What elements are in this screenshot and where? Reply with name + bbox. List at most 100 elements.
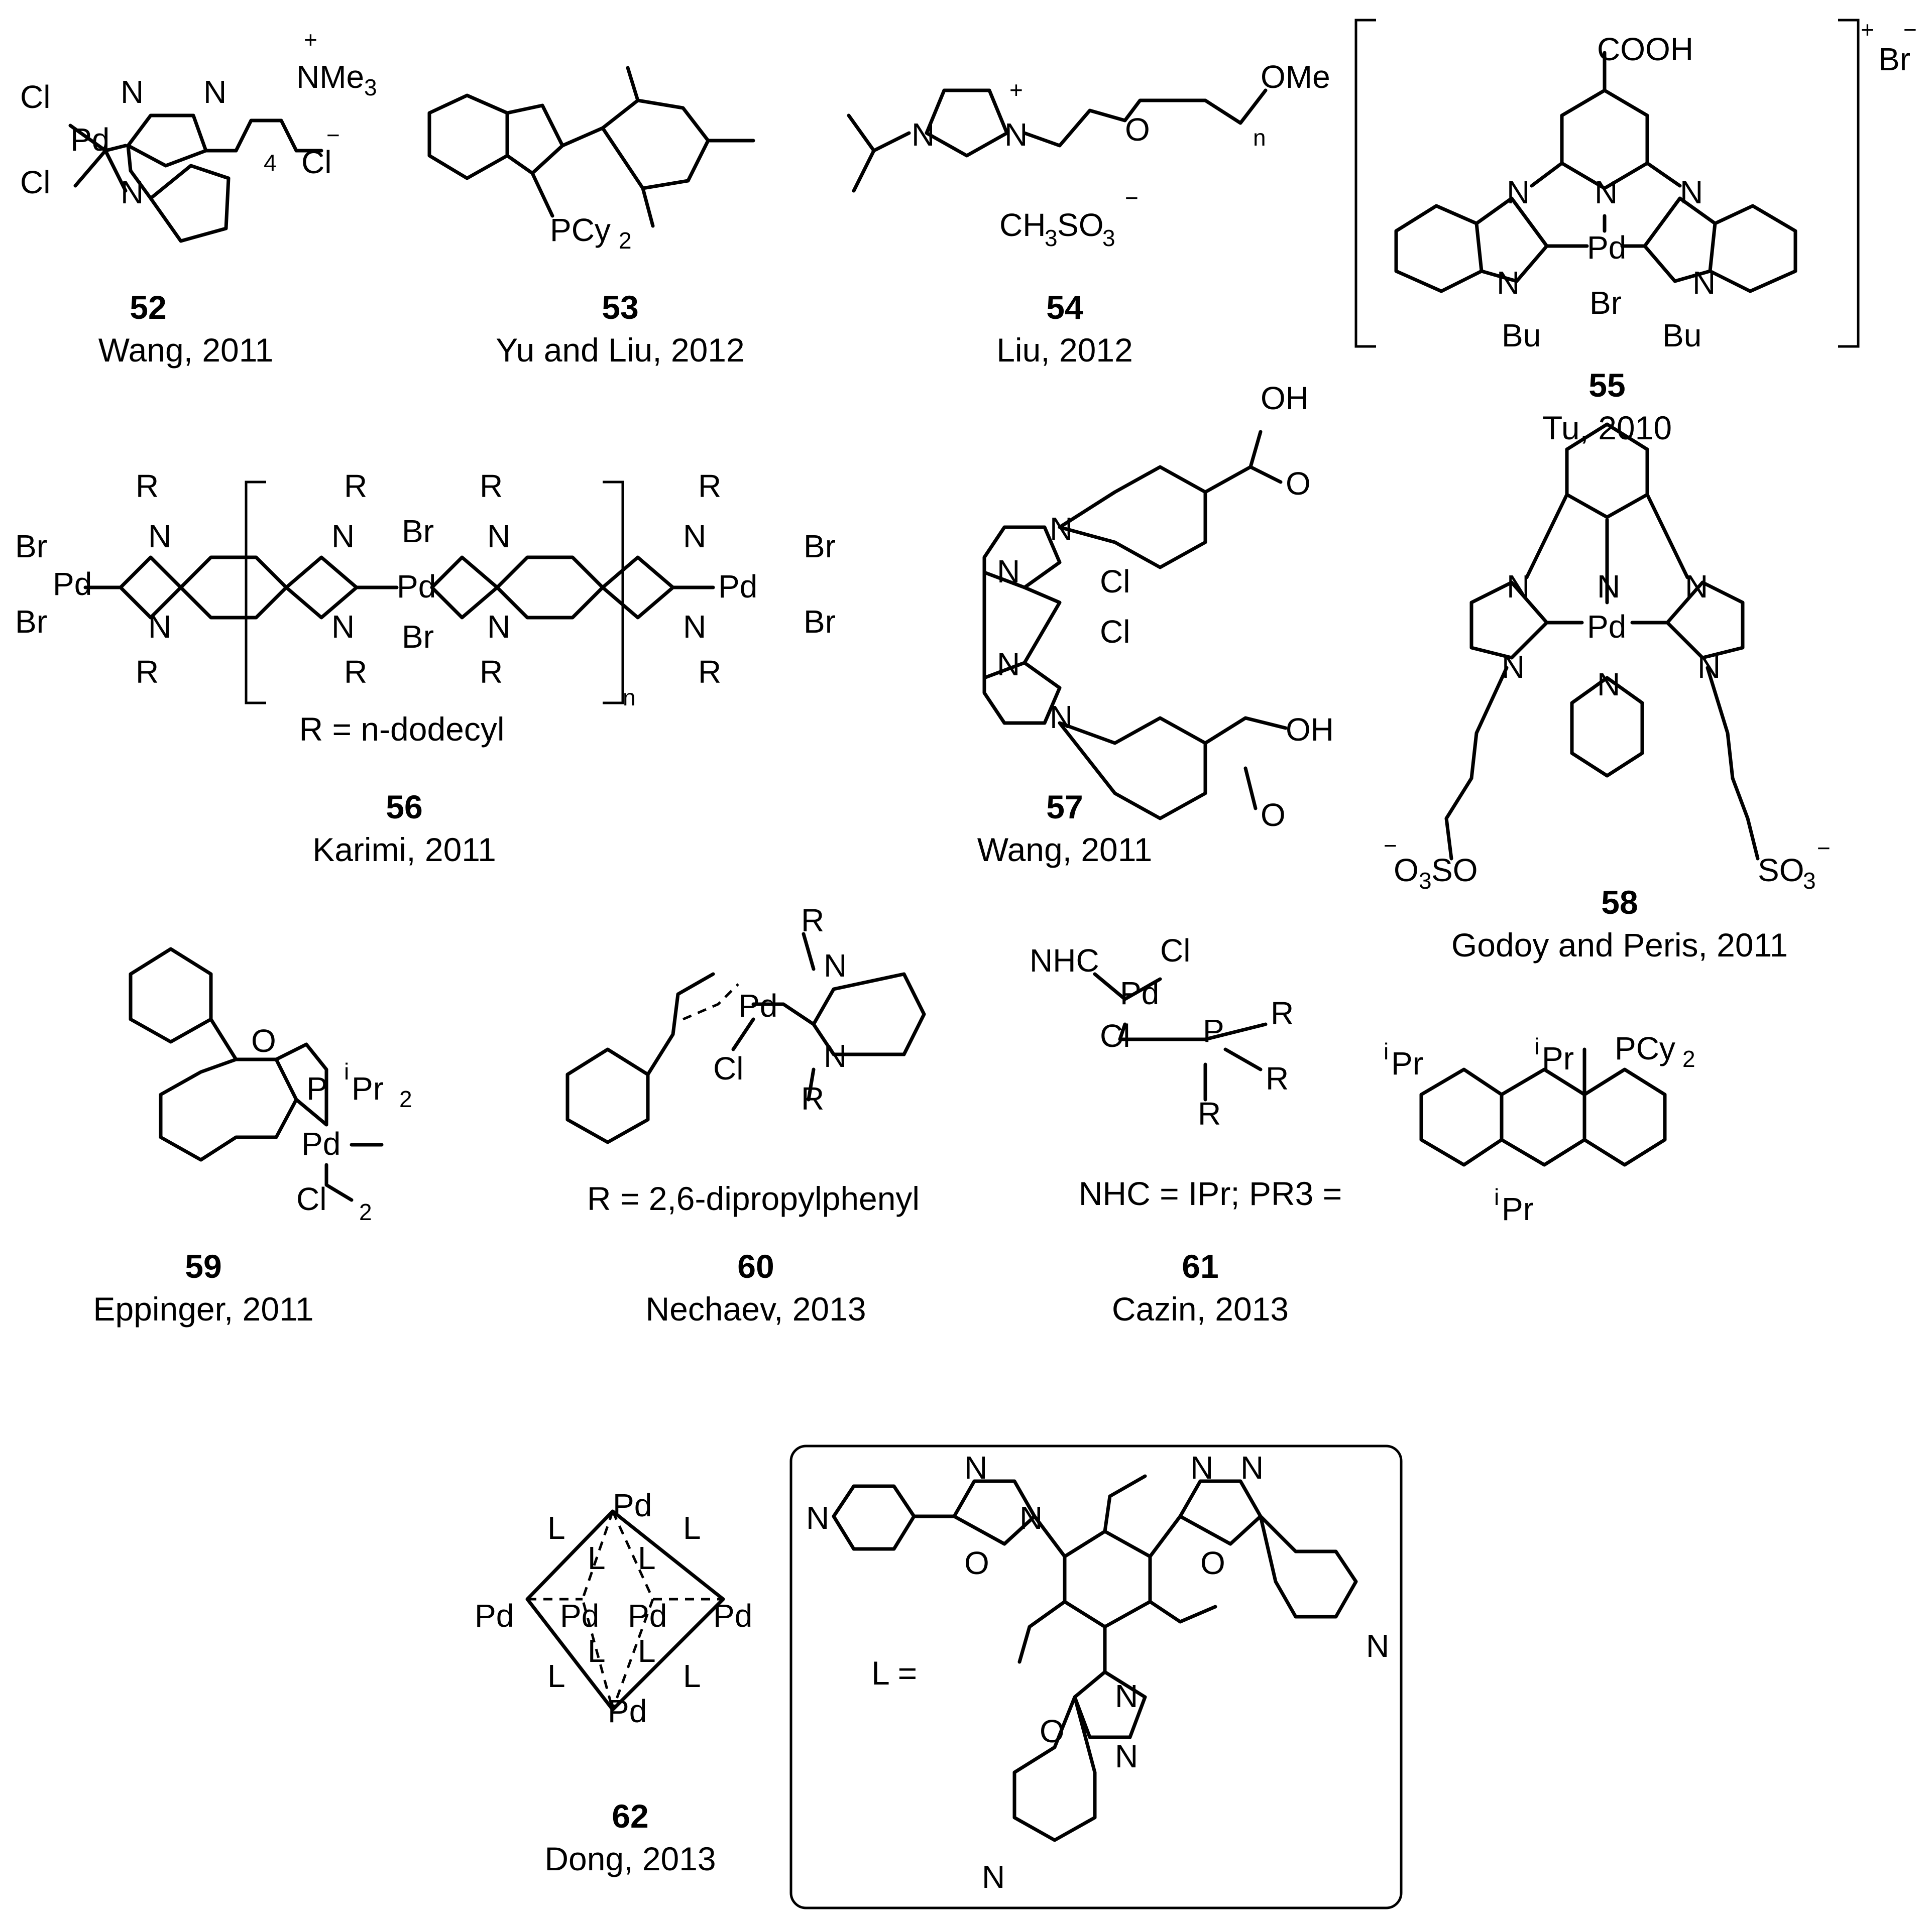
l-ligand: L bbox=[547, 1658, 565, 1694]
r-group: R bbox=[136, 654, 159, 690]
r-group: R bbox=[801, 1081, 824, 1117]
o-atom: O bbox=[1040, 1713, 1065, 1749]
br-atom: Br bbox=[1589, 285, 1622, 321]
svg-text:SO: SO bbox=[1057, 207, 1103, 243]
svg-text:2: 2 bbox=[619, 227, 632, 254]
o-atom: O bbox=[251, 1023, 276, 1059]
r-definition: R = 2,6-dipropylphenyl bbox=[587, 1180, 920, 1217]
l-ligand: L bbox=[638, 1540, 656, 1576]
r-group: R bbox=[480, 468, 503, 504]
l-ligand: L bbox=[547, 1510, 565, 1546]
svg-text:3: 3 bbox=[1045, 225, 1058, 251]
n-atom: N bbox=[203, 74, 226, 110]
mesylate-ion: CH bbox=[999, 207, 1046, 243]
svg-text:n: n bbox=[623, 684, 636, 710]
pr3-definition: NHC = IPr; PR3 = bbox=[1079, 1175, 1342, 1212]
compound-number: 57 bbox=[1046, 788, 1083, 825]
n-atom: N bbox=[982, 1859, 1005, 1895]
compound-caption: Wang, 2011 bbox=[98, 331, 274, 369]
negative-charge: − bbox=[1903, 17, 1917, 43]
n-atom: N bbox=[121, 174, 144, 210]
n-atom: N bbox=[1597, 568, 1620, 605]
pcy2-group: PCy bbox=[550, 212, 611, 248]
pd-atom: Pd bbox=[1120, 975, 1159, 1011]
compound-caption: Wang, 2011 bbox=[977, 831, 1153, 868]
r-group: R bbox=[480, 654, 503, 690]
structure-56: Br Pd Br R N N R R N N R Br Pd Br R N N … bbox=[15, 468, 836, 868]
p-atom: P bbox=[306, 1070, 328, 1107]
svg-text:i: i bbox=[1534, 1033, 1539, 1059]
butyl-group: Bu bbox=[1662, 317, 1701, 353]
n-atom: N bbox=[487, 609, 510, 645]
n-atom: N bbox=[487, 518, 510, 554]
isopropyl-group: Pr bbox=[1502, 1191, 1534, 1227]
n-atom: N bbox=[148, 609, 171, 645]
n-atom: N bbox=[1507, 568, 1530, 605]
pcy2-group: PCy bbox=[1615, 1030, 1675, 1066]
sulfonate-group: SO bbox=[1758, 852, 1804, 888]
pd-atom: Pd bbox=[475, 1598, 514, 1634]
cl-atom: Cl bbox=[296, 1181, 326, 1217]
pd-atom: Pd bbox=[1587, 609, 1626, 645]
n-atom: N bbox=[1507, 174, 1530, 210]
n-atom: N bbox=[1502, 649, 1525, 685]
pd-atom: Pd bbox=[560, 1598, 599, 1634]
svg-text:3: 3 bbox=[1803, 868, 1816, 894]
n-atom: N bbox=[1050, 511, 1073, 547]
br-atom: Br bbox=[15, 528, 47, 564]
compound-caption: Yu and Liu, 2012 bbox=[496, 331, 744, 369]
br-atom: Br bbox=[15, 604, 47, 640]
structure-53: PCy 2 53 Yu and Liu, 2012 bbox=[427, 66, 755, 369]
structure-60: Pd Cl R N N R R = 2,6-dipropylphenyl 60 … bbox=[565, 902, 926, 1328]
compound-number: 60 bbox=[737, 1248, 774, 1285]
compound-caption: Eppinger, 2011 bbox=[93, 1290, 313, 1328]
positive-charge: + bbox=[304, 27, 317, 53]
butyl-group: Bu bbox=[1502, 317, 1541, 353]
br-atom: Br bbox=[402, 619, 434, 655]
n-atom: N bbox=[683, 609, 706, 645]
sulfonate-group: O bbox=[1394, 852, 1419, 888]
cl-atom: Cl bbox=[1100, 614, 1130, 650]
pd-atom: Pd bbox=[738, 988, 777, 1024]
compound-number: 54 bbox=[1046, 289, 1083, 326]
n-atom: N bbox=[331, 609, 355, 645]
compound-number: 56 bbox=[386, 788, 422, 825]
compound-caption: Tu, 2010 bbox=[1542, 409, 1672, 446]
compound-caption: Godoy and Peris, 2011 bbox=[1451, 926, 1788, 964]
n-atom: N bbox=[1050, 699, 1073, 735]
pd-atom: Pd bbox=[301, 1126, 340, 1162]
n-atom: N bbox=[1115, 1738, 1138, 1774]
svg-text:3: 3 bbox=[1419, 868, 1432, 894]
svg-text:n: n bbox=[1253, 125, 1266, 151]
l-ligand: L bbox=[683, 1510, 701, 1546]
structure-54: N N + O OMe n CH 3 SO 3 − 54 Liu, 2012 bbox=[847, 59, 1330, 369]
compound-caption: Cazin, 2013 bbox=[1112, 1290, 1289, 1328]
o-atom: O bbox=[1125, 111, 1150, 148]
n-atom: N bbox=[1019, 1500, 1043, 1536]
compound-number: 58 bbox=[1601, 884, 1638, 921]
negative-charge: − bbox=[326, 122, 340, 148]
r-group: R bbox=[698, 654, 721, 690]
n-atom: N bbox=[912, 116, 935, 153]
n-atom: N bbox=[1597, 666, 1620, 702]
cl-atom: Cl bbox=[20, 164, 50, 200]
nhc-label: NHC bbox=[1030, 942, 1099, 979]
cl-atom: Cl bbox=[1100, 1018, 1130, 1054]
positive-charge: + bbox=[1861, 17, 1874, 43]
r-group: R bbox=[1271, 995, 1294, 1031]
cooh-group: COOH bbox=[1597, 31, 1693, 67]
svg-text:i: i bbox=[1494, 1184, 1499, 1210]
o-atom: O bbox=[1200, 1545, 1225, 1581]
compound-number: 55 bbox=[1588, 367, 1625, 404]
br-atom: Br bbox=[804, 528, 836, 564]
cl-atom: Cl bbox=[1160, 932, 1190, 969]
r-group: R bbox=[698, 468, 721, 504]
br-atom: Br bbox=[804, 604, 836, 640]
n-atom: N bbox=[1595, 174, 1618, 210]
pd-atom: Pd bbox=[608, 1693, 647, 1729]
r-group: R bbox=[801, 902, 824, 938]
svg-text:−: − bbox=[1384, 832, 1397, 859]
l-ligand: L bbox=[683, 1658, 701, 1694]
pd-atom: Pd bbox=[628, 1598, 667, 1634]
positive-charge: + bbox=[1009, 77, 1023, 103]
